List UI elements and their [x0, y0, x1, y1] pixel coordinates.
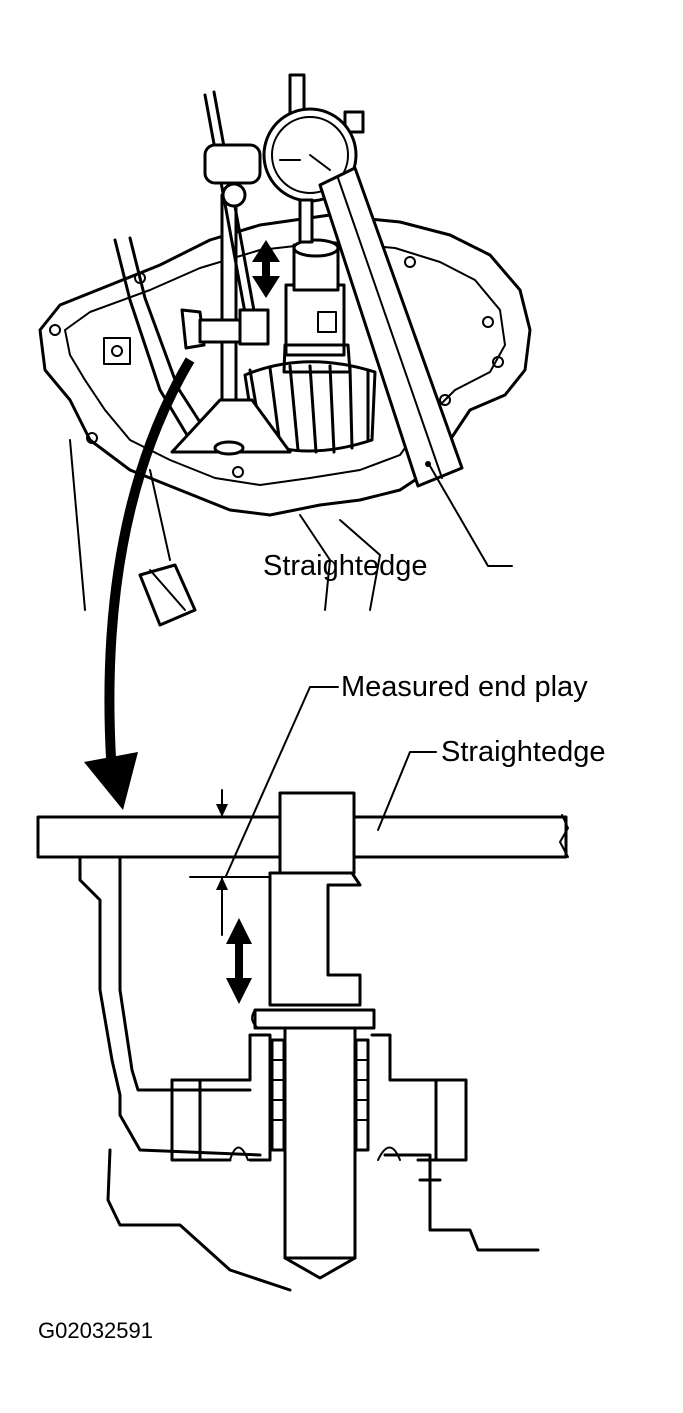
case-section [78, 855, 540, 1292]
shaft-section [170, 791, 468, 1280]
input-shaft-gear [243, 238, 377, 454]
dial-indicator-stand [170, 90, 292, 456]
straightedge-top-label: Straightedge [263, 550, 428, 582]
straightedge-bar-top [318, 166, 464, 488]
measured-end-play-leader [225, 686, 339, 877]
straightedge-bottom-leader [377, 751, 437, 831]
figure-id: G02032591 [38, 1318, 153, 1343]
straightedge-top-leader [429, 465, 513, 567]
measured-end-play-label: Measured end play [341, 671, 588, 703]
straightedge-bottom-label: Straightedge [441, 736, 606, 768]
transfer-arrow [84, 357, 195, 810]
end-play-dimension [189, 789, 271, 1004]
